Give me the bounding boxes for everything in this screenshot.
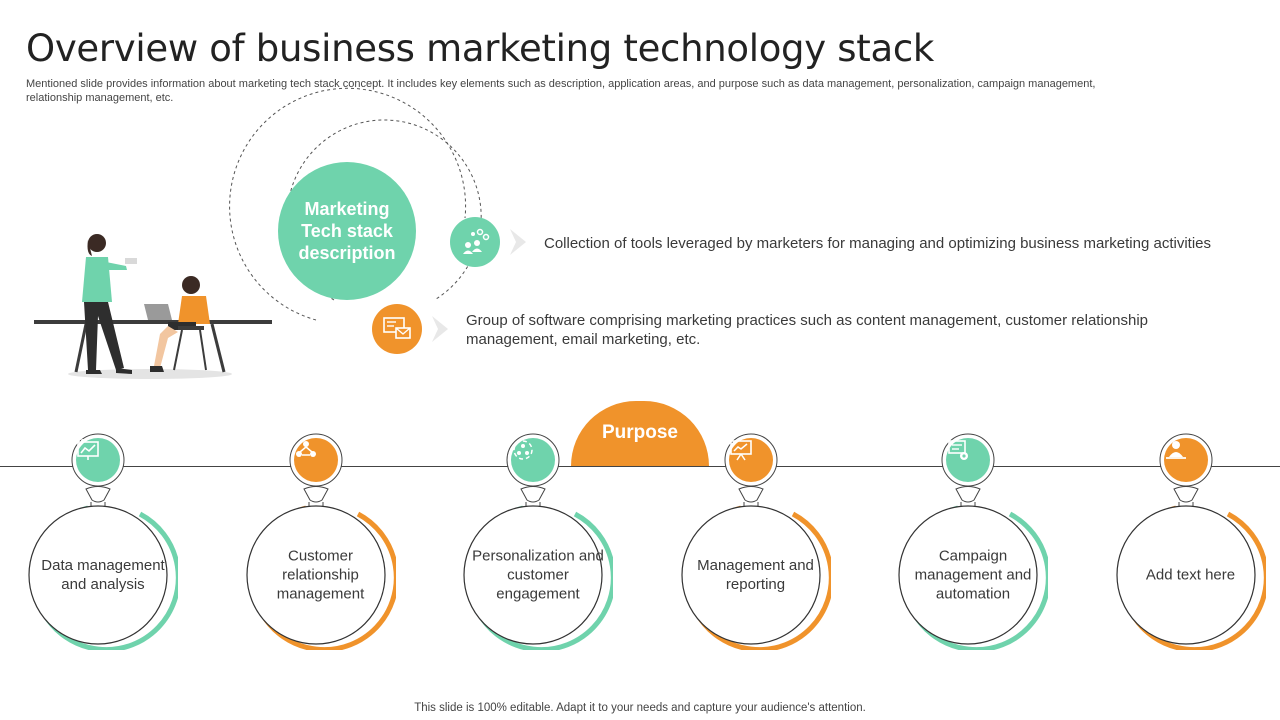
purpose-item-label: Management and reporting	[685, 556, 827, 594]
engagement-cycle-icon	[511, 438, 555, 482]
data-analysis-icon	[76, 438, 120, 482]
desk	[34, 320, 272, 324]
chevron-right-icon	[432, 316, 448, 342]
purpose-label: Purpose	[602, 422, 678, 466]
description-heading: Marketing Tech stack description	[292, 198, 402, 264]
laptop	[144, 304, 172, 320]
purpose-item: Campaign management and automation	[888, 430, 1048, 650]
purpose-item-label: Customer relationship management	[250, 547, 392, 604]
purpose-item: Management and reporting	[671, 430, 831, 650]
timeline-line	[0, 466, 1280, 467]
purpose-item-label: Data management and analysis	[32, 556, 174, 594]
purpose-item-label: Add text here	[1120, 566, 1262, 585]
purpose-item-label: Campaign management and automation	[902, 547, 1044, 604]
campaign-automation-icon	[946, 438, 990, 482]
network-people-icon	[450, 217, 500, 267]
description-point-2: Group of software comprising marketing p…	[466, 311, 1226, 349]
description-point-1: Collection of tools leveraged by markete…	[544, 234, 1264, 253]
email-marketing-icon	[372, 304, 422, 354]
purpose-item: Add text here	[1106, 430, 1266, 650]
tech-stack-description-circle: Marketing Tech stack description	[278, 162, 416, 300]
purpose-item: Customer relationship management	[236, 430, 396, 650]
purpose-item: Personalization and customer engagement	[453, 430, 613, 650]
chevron-right-icon	[510, 229, 526, 255]
footer-note: This slide is 100% editable. Adapt it to…	[0, 702, 1280, 714]
purpose-item: Data management and analysis	[18, 430, 178, 650]
customer-network-icon	[294, 438, 338, 482]
user-desk-icon	[1164, 438, 1208, 482]
presentation-board-icon	[729, 438, 773, 482]
purpose-item-label: Personalization and customer engagement	[467, 547, 609, 604]
